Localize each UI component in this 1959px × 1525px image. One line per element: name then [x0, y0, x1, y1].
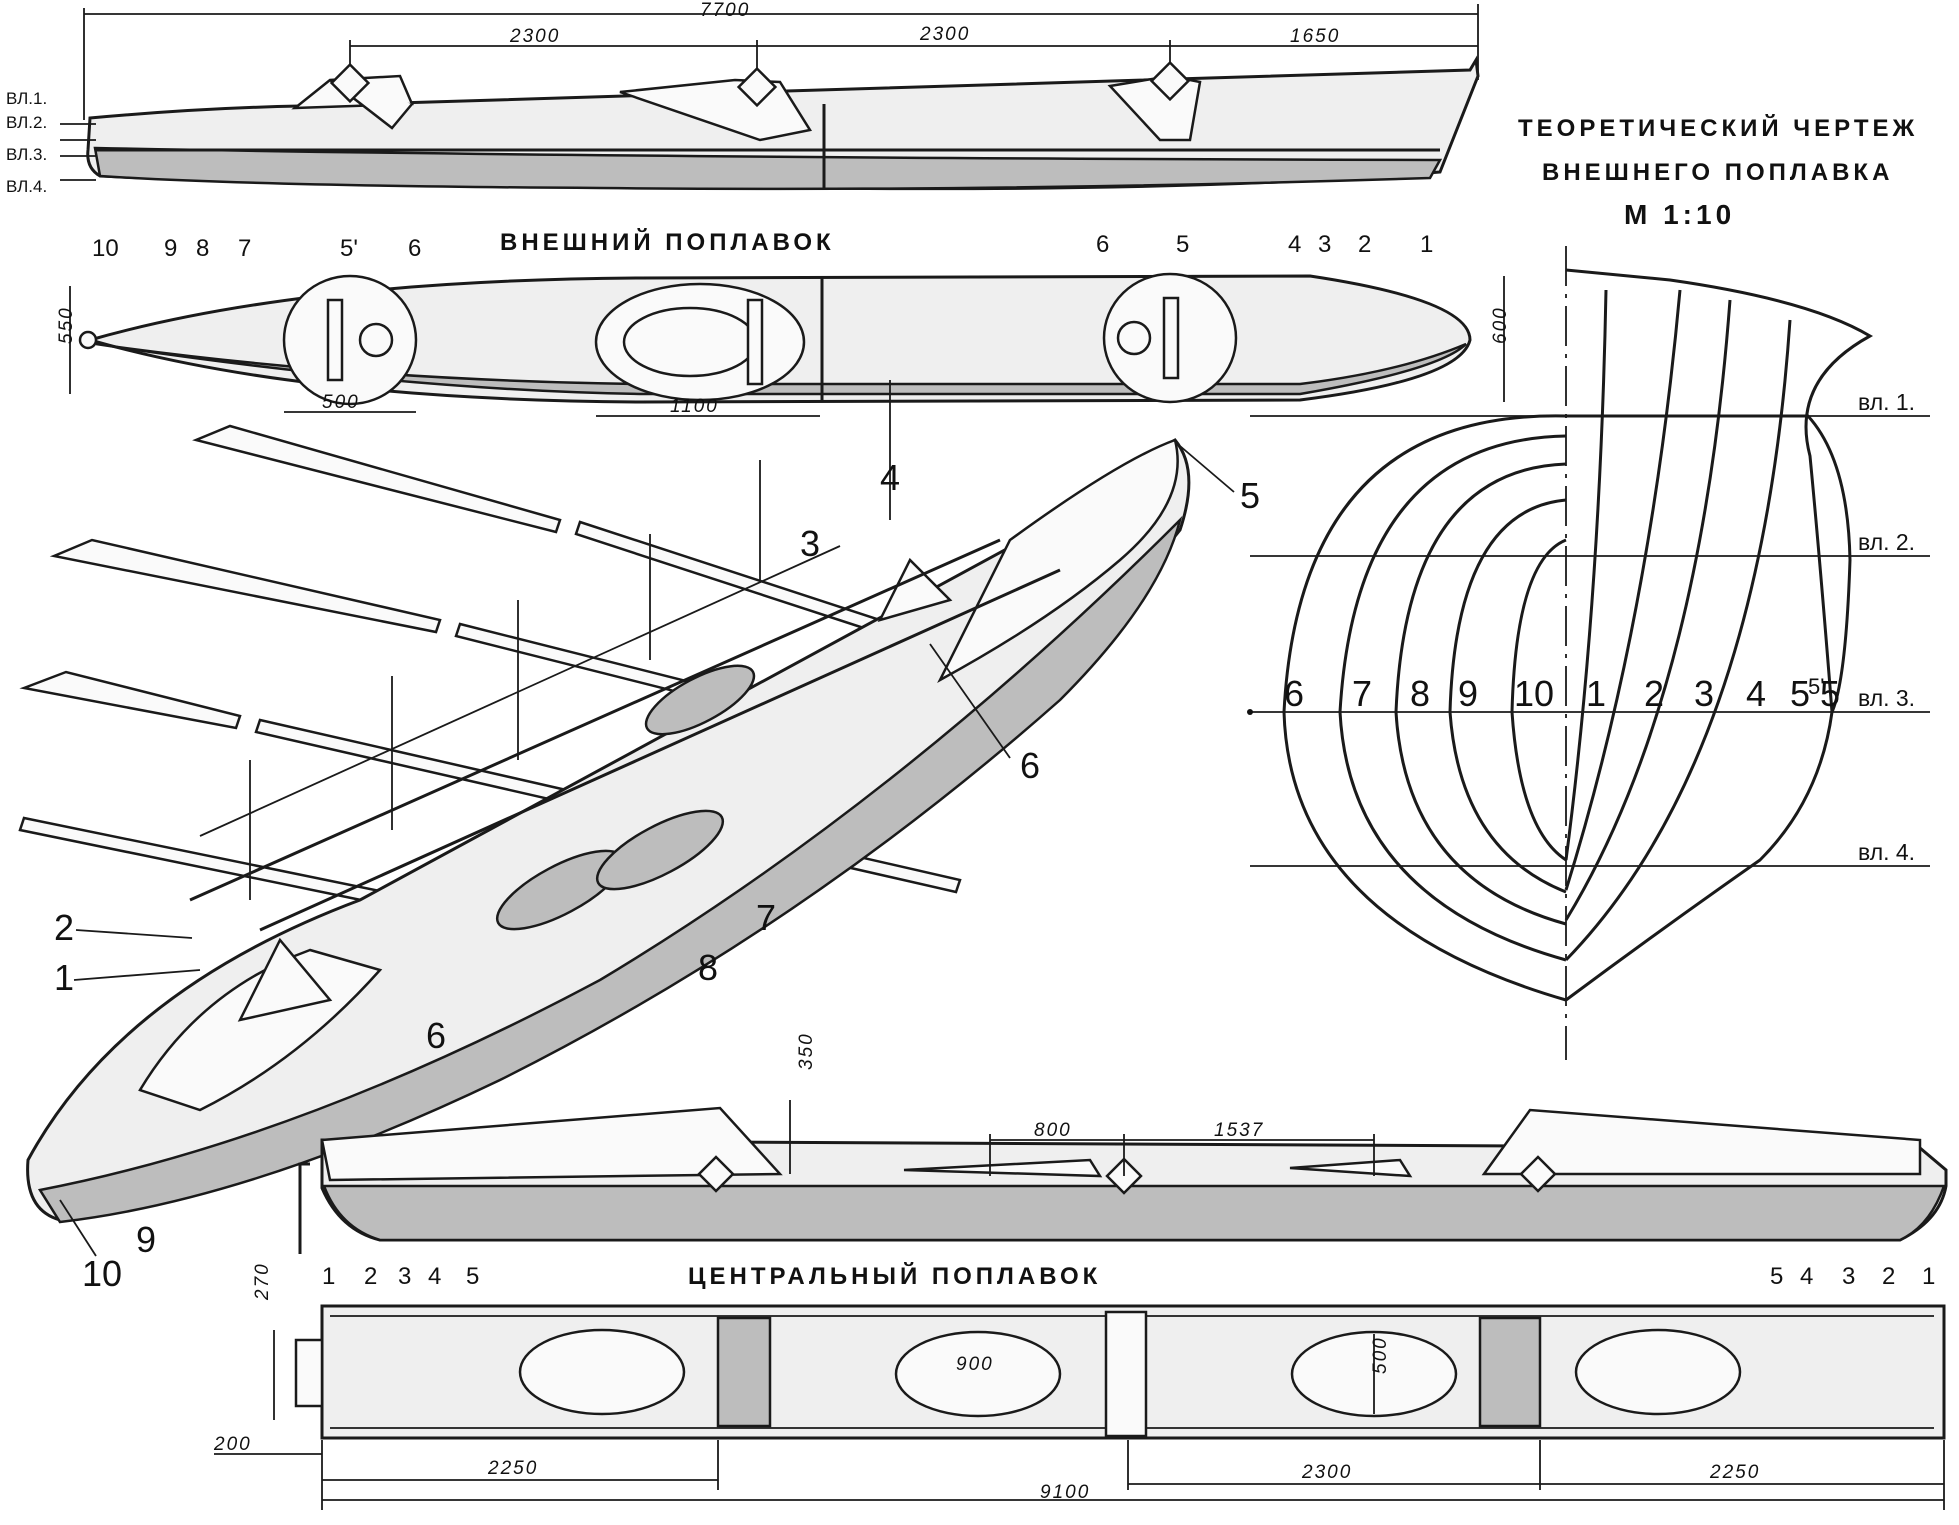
wl-label-3: ВЛ.3.: [6, 145, 47, 164]
frame-label: 3: [1694, 673, 1714, 714]
theory-title-1: ТЕОРЕТИЧЕСКИЙ ЧЕРТЕЖ: [1518, 114, 1918, 142]
outer-float-title: ВНЕШНИЙ ПОПЛАВОК: [500, 228, 835, 256]
wl-label-1: ВЛ.1.: [6, 89, 47, 108]
outer-float-side-view: ВЛ.1. ВЛ.2. ВЛ.3. ВЛ.4. 7700 2300 2300 1…: [6, 0, 1480, 262]
dim-total-outer: 7700: [700, 0, 750, 21]
frame-label: 10: [92, 235, 119, 262]
dim-left-central: 2250: [487, 1458, 538, 1479]
frame-label: 5: [466, 1263, 479, 1290]
frame-label: 4: [1800, 1263, 1813, 1290]
part-label: 6: [1020, 745, 1040, 786]
dim-hatch-w: 500: [1370, 1336, 1391, 1374]
theory-scale: М 1:10: [1624, 199, 1735, 230]
frame-label: 4: [1746, 673, 1766, 714]
frame-label: 5': [340, 235, 358, 262]
central-float-side-view: 350 800 1537 1 2 3 4 5 5 4 3 2 1 ЦЕНТРАЛ…: [298, 1032, 1948, 1290]
dim-height-central: 350: [796, 1032, 817, 1070]
frame-label: 1: [1586, 673, 1606, 714]
waterline-label: вл. 2.: [1858, 529, 1915, 555]
central-frame-labels: 1 2 3 4 5 5 4 3 2 1: [322, 1263, 1935, 1290]
frame-label: 4: [428, 1263, 441, 1290]
theoretical-drawing: ТЕОРЕТИЧЕСКИЙ ЧЕРТЕЖ ВНЕШНЕГО ПОПЛАВКА М…: [1247, 114, 1930, 1060]
frame-label: 2: [1358, 231, 1371, 258]
dim-b-central: 1537: [1214, 1120, 1264, 1141]
wl-label-4: ВЛ.4.: [6, 177, 47, 196]
perspective-labels: 1 2 3 4 5 6 6 7 8 9 10: [54, 457, 1260, 1294]
frame-label: 3: [398, 1263, 411, 1290]
frame-label: 2: [364, 1263, 377, 1290]
part-label: 8: [698, 947, 718, 988]
theory-frame-labels: 6 7 8 9 10 1 2 3 4 5 5' 5: [1284, 673, 1840, 714]
frame-label: 7: [238, 235, 251, 262]
frame-label: 5: [1790, 673, 1810, 714]
perspective-view: 1 2 3 4 5 6 6 7 8 9 10: [18, 380, 1260, 1294]
dim-h2-central: 200: [213, 1434, 252, 1455]
frame-label: 5: [1820, 673, 1840, 714]
dim-width-right: 600: [1490, 306, 1511, 344]
frame-label: 6: [408, 235, 421, 262]
dim-width-left: 550: [56, 306, 77, 344]
frame-label: 8: [1410, 673, 1430, 714]
part-label: 1: [54, 957, 74, 998]
waterline-label: вл. 3.: [1858, 685, 1915, 711]
part-label: 10: [82, 1253, 122, 1294]
central-float-title: ЦЕНТРАЛЬНЫЙ ПОПЛАВОК: [688, 1262, 1101, 1290]
dim-right-central: 2250: [1709, 1462, 1760, 1483]
frame-label: 3: [1318, 231, 1331, 258]
dim-h1-central: 270: [252, 1262, 273, 1301]
dim-hatch: 500: [322, 392, 360, 413]
waterline-labels: вл. 1. вл. 2. вл. 3. вл. 4.: [1858, 389, 1915, 865]
frame-label: 1: [1922, 1263, 1935, 1290]
dim-hatch-len: 900: [956, 1354, 994, 1375]
part-label: 7: [756, 897, 776, 938]
theory-title-2: ВНЕШНЕГО ПОПЛАВКА: [1542, 159, 1893, 186]
frame-label: 5: [1770, 1263, 1783, 1290]
dim-a-outer: 2300: [509, 26, 560, 47]
waterline-label: вл. 4.: [1858, 839, 1915, 865]
frame-label: 5: [1176, 231, 1189, 258]
part-label: 3: [800, 523, 820, 564]
outer-frame-labels: 10 9 8 7 5' 6 6 5 4 3 2 1: [92, 231, 1433, 262]
part-label: 9: [136, 1219, 156, 1260]
frame-label: 6: [1096, 231, 1109, 258]
outer-float-plan-view: 550 600 500 1100: [56, 272, 1511, 417]
frame-label: 4: [1288, 231, 1301, 258]
wl-label-2: ВЛ.2.: [6, 113, 47, 132]
waterline-label: вл. 1.: [1858, 389, 1915, 415]
frame-label: 8: [196, 235, 209, 262]
frame-label: 7: [1352, 673, 1372, 714]
frame-label: 1: [1420, 231, 1433, 258]
frame-label: 9: [1458, 673, 1478, 714]
dim-cockpit: 1100: [670, 396, 719, 417]
frame-label: 3: [1842, 1263, 1855, 1290]
part-label: 6: [426, 1015, 446, 1056]
dim-mid-central: 2300: [1301, 1462, 1352, 1483]
part-label: 4: [880, 457, 900, 498]
frame-label: 2: [1882, 1263, 1895, 1290]
central-float-plan-view: 270 200 900 500 2250 2300 2250 9100: [213, 1262, 1946, 1510]
frame-label: 10: [1514, 673, 1554, 714]
frame-label: 2: [1644, 673, 1664, 714]
frame-label: 5': [1808, 674, 1824, 699]
dim-c-outer: 1650: [1290, 26, 1340, 47]
part-label: 2: [54, 907, 74, 948]
dim-a-central: 800: [1034, 1120, 1072, 1141]
part-label: 5: [1240, 475, 1260, 516]
frame-label: 6: [1284, 673, 1304, 714]
frame-label: 1: [322, 1263, 335, 1290]
dim-b-outer: 2300: [919, 24, 970, 45]
frame-label: 9: [164, 235, 177, 262]
dim-total-central: 9100: [1040, 1482, 1090, 1503]
